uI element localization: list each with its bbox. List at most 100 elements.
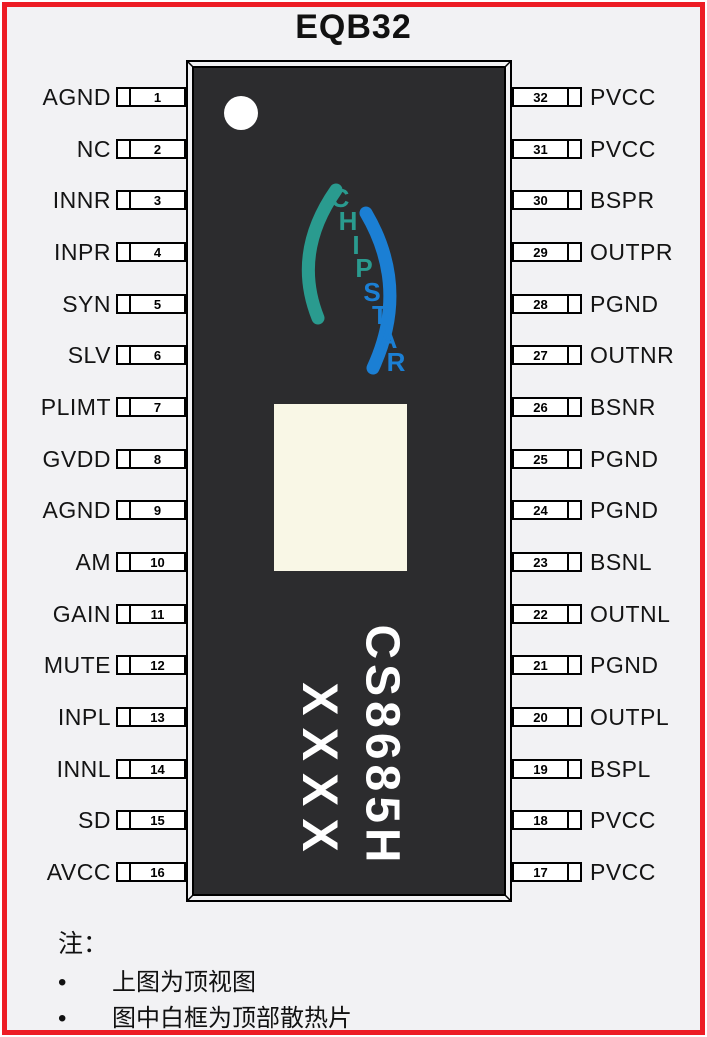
- pin-lead: 13: [116, 707, 186, 727]
- pin-lead-end: [567, 399, 580, 415]
- pin-lead-end: [118, 141, 131, 157]
- pin-lead: 10: [116, 552, 186, 572]
- pin-number: 5: [153, 296, 162, 312]
- pin-label: PVCC: [590, 136, 656, 162]
- pin-label: AGND: [42, 497, 111, 523]
- pin-lead: 32: [512, 87, 582, 107]
- pin-lead-end: [118, 502, 131, 518]
- logo-swoosh-blue: [359, 206, 397, 375]
- top-heatsink-pad: [274, 404, 407, 571]
- note-item: • 图中白框为顶部散热片: [58, 1004, 352, 1034]
- pin-lead: 9: [116, 500, 186, 520]
- pin-number: 20: [533, 709, 548, 725]
- pin-lead: 8: [116, 449, 186, 469]
- pin-lead-end: [118, 554, 131, 570]
- pin-label: PGND: [590, 497, 659, 523]
- pin-row-left-11: GAIN 11: [8, 600, 186, 628]
- pin-label: NC: [76, 136, 111, 162]
- pin-number: 11: [150, 606, 165, 622]
- pin-label: PVCC: [590, 859, 656, 885]
- pin-number: 25: [533, 451, 548, 467]
- pin-lead: 23: [512, 552, 582, 572]
- pin-label: OUTPR: [590, 239, 673, 265]
- pin-number: 16: [150, 864, 165, 880]
- pin-lead: 29: [512, 242, 582, 262]
- pin-label: GVDD: [42, 446, 111, 472]
- chip-body: C H I P S T A R CS8685H XXXX: [192, 66, 506, 896]
- pin-lead: 25: [512, 449, 582, 469]
- pin-label: OUTPL: [590, 704, 670, 730]
- pin-lead: 19: [512, 759, 582, 779]
- pin-number: 21: [533, 657, 548, 673]
- pin-lead: 14: [116, 759, 186, 779]
- pin-lead-end: [567, 451, 580, 467]
- pin-number: 23: [533, 554, 548, 570]
- pin-number: 32: [533, 89, 548, 105]
- pin-lead: 5: [116, 294, 186, 314]
- logo-letter: A: [379, 324, 398, 354]
- pin-number: 10: [150, 554, 165, 570]
- pin-row-right-31: 31 PVCC: [512, 135, 702, 163]
- pin-number: 17: [533, 864, 548, 880]
- pin-number: 4: [153, 244, 162, 260]
- pin-lead-end: [567, 296, 580, 312]
- pin-lead: 6: [116, 345, 186, 365]
- pin-label: SD: [78, 807, 111, 833]
- pin-number: 9: [153, 502, 162, 518]
- pin-lead-end: [567, 554, 580, 570]
- pin-number: 27: [533, 347, 548, 363]
- pin-label: BSNR: [590, 394, 656, 420]
- pin-lead: 17: [512, 862, 582, 882]
- note-text: 图中白框为顶部散热片: [112, 1005, 352, 1032]
- pin-lead: 31: [512, 139, 582, 159]
- pin-lead-end: [567, 244, 580, 260]
- pin-lead-end: [118, 657, 131, 673]
- pin-number: 29: [533, 244, 548, 260]
- pin-lead-end: [567, 709, 580, 725]
- pin-label: INNL: [56, 756, 111, 782]
- pin-number: 1: [153, 89, 162, 105]
- pin-label: PLIMT: [40, 394, 111, 420]
- pin-lead: 1: [116, 87, 186, 107]
- pin-lead: 11: [116, 604, 186, 624]
- pin-number: 13: [150, 709, 165, 725]
- pin-number: 15: [150, 812, 165, 828]
- pin-lead: 4: [116, 242, 186, 262]
- pin-label: GAIN: [52, 601, 111, 627]
- pin-number: 22: [533, 606, 548, 622]
- pin1-indicator-dot: [224, 96, 258, 130]
- pin-label: BSNL: [590, 549, 653, 575]
- logo-letter: H: [339, 206, 358, 236]
- pin-row-left-9: AGND 9: [8, 496, 186, 524]
- pin-lead-end: [118, 296, 131, 312]
- pin-lead-end: [118, 812, 131, 828]
- package-title: EQB32: [295, 8, 412, 46]
- pin-label: AVCC: [46, 859, 111, 885]
- pin-label: PGND: [590, 652, 659, 678]
- pin-lead-end: [118, 606, 131, 622]
- notes-heading: 注：: [58, 930, 109, 958]
- part-number-text: CS8685H: [355, 624, 409, 868]
- pin-lead-end: [118, 864, 131, 880]
- pin-lead-end: [567, 864, 580, 880]
- pin-lead: 12: [116, 655, 186, 675]
- logo-letter: S: [363, 277, 380, 307]
- pin-lead: 27: [512, 345, 582, 365]
- pin-number: 28: [533, 296, 548, 312]
- pin-row-right-23: 23 BSNL: [512, 548, 702, 576]
- pin-label: INNR: [52, 187, 111, 213]
